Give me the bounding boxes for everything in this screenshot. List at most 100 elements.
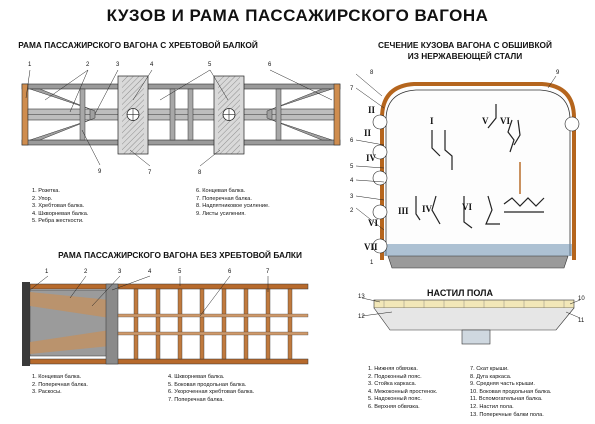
- side-beam-top: [29, 283, 309, 290]
- cross-beam: [133, 288, 139, 360]
- frame-without-beam-drawing: 1 2 3 4 5 6 7: [22, 269, 309, 366]
- callout: 4: [150, 62, 154, 68]
- callout: 5: [178, 269, 182, 275]
- legend-item: 5. Надоконный пояс.: [368, 396, 422, 403]
- legend-item: 8. Дуга каркаса.: [470, 373, 512, 380]
- floor-cross-beam: [373, 307, 575, 331]
- cross-beam: [265, 288, 271, 360]
- detail-label: II: [368, 105, 376, 115]
- callout: 8: [198, 170, 202, 176]
- legend-item: 1. Нижняя обвязка.: [368, 366, 418, 372]
- bolster-beam: [105, 283, 119, 365]
- legend-item: 7. Поперечная балка.: [168, 396, 224, 403]
- callout: 7: [266, 269, 270, 275]
- cross-beam: [287, 288, 293, 360]
- side-rail-bottom: [21, 139, 341, 146]
- legend-item: 3. Раскосы.: [32, 389, 62, 396]
- legend-frame2-col2: 4. Шкворневая балка. 5. Боковая продольн…: [168, 374, 254, 404]
- detail-label: V: [482, 116, 489, 126]
- body-section-drawing: 8 7 6 5 4 3 2 1 9 I II III IV V VI VII V…: [350, 70, 580, 269]
- legend-item: 4. Межоконный простенок.: [368, 388, 438, 395]
- callout: 6: [268, 62, 272, 68]
- callout: 10: [578, 296, 585, 302]
- heading-frame-without-beam: РАМА ПАССАЖИРСКОГО ВАГОНА БЕЗ ХРЕБТОВОЙ …: [58, 250, 302, 260]
- joint-detail: [372, 204, 388, 220]
- legend-item: 7. Скат крыши.: [470, 366, 509, 372]
- end-beam-right: [333, 83, 341, 146]
- callout: 1: [370, 260, 374, 266]
- legend-item: 9. Листы усиления.: [196, 210, 246, 217]
- joint-detail: [372, 238, 388, 254]
- legend-item: 4. Шкворневая балка.: [168, 374, 225, 380]
- joint-detail: [564, 116, 580, 132]
- callout: 3: [116, 62, 120, 68]
- cross-beam: [79, 88, 86, 141]
- callout: 7: [350, 86, 354, 92]
- joint-detail: [372, 114, 388, 130]
- legend-frame2-col1: 1. Концевая балка. 2. Поперечная балка. …: [32, 374, 88, 397]
- legend-item: 11. Вспомогательная балка.: [470, 396, 543, 403]
- heading-body-section-1: СЕЧЕНИЕ КУЗОВА ВАГОНА С ОБШИВКОЙ: [378, 40, 552, 50]
- callout: 5: [350, 164, 354, 170]
- detail-label: VI: [368, 218, 378, 228]
- longitudinal-beam: [117, 313, 309, 318]
- legend-item: 7. Поперечная балка.: [196, 195, 252, 202]
- legend-body-col1: 1. Нижняя обвязка. 2. Подоконный пояс. 3…: [368, 366, 437, 412]
- legend-item: 6. Концевая балка.: [196, 188, 246, 194]
- detail-label: VI: [462, 202, 472, 212]
- callout: 13: [358, 294, 365, 300]
- diagonals-left: [29, 88, 96, 141]
- detail-label: IV: [422, 204, 433, 214]
- detail-label: VI: [500, 116, 510, 126]
- heading-body-section-2: ИЗ НЕРЖАВЕЮЩЕЙ СТАЛИ: [407, 51, 523, 61]
- cross-beam: [177, 288, 183, 360]
- legend-item: 13. Поперечные балки пола.: [470, 411, 544, 418]
- callout: 7: [148, 170, 152, 176]
- callout: 8: [370, 70, 374, 76]
- cross-beam: [243, 288, 249, 360]
- detail-label: I: [430, 116, 434, 126]
- end-beam: [22, 282, 30, 366]
- callout: 1: [45, 269, 49, 275]
- side-rail-top: [21, 83, 341, 90]
- underframe: [387, 255, 569, 269]
- heading-floor: НАСТИЛ ПОЛА: [427, 288, 493, 298]
- longitudinal-beam: [117, 331, 309, 336]
- legend-item: 6. Верхняя обвязка.: [368, 403, 420, 410]
- callout: 2: [86, 62, 90, 68]
- callout: 2: [84, 269, 88, 275]
- legend-item: 12. Настил пола.: [470, 403, 514, 410]
- legend-item: 1. Розетка.: [32, 188, 60, 194]
- callout: 5: [208, 62, 212, 68]
- legend-item: 9. Средняя часть крыши.: [470, 381, 535, 388]
- legend-item: 3. Стойка каркаса.: [368, 381, 417, 388]
- joint-detail: [372, 170, 388, 186]
- legend-item: 5. Ребра жесткости.: [32, 218, 84, 225]
- cross-beam: [199, 288, 205, 360]
- callout: 3: [350, 194, 354, 200]
- floor-drawing: 13 12 10 11: [358, 294, 585, 345]
- detail-label: IV: [366, 153, 377, 163]
- legend-item: 6. Укороченная хребтовая балка.: [168, 389, 255, 396]
- legend-frame1-col1: 1. Розетка. 2. Упор. 3. Хребтовая балка.…: [32, 188, 88, 226]
- joint-detail: [372, 144, 388, 160]
- side-beam-bottom: [29, 358, 309, 365]
- callout: 4: [350, 178, 354, 184]
- callout: 3: [118, 269, 122, 275]
- body-outline: [380, 82, 576, 260]
- callout: 9: [98, 169, 102, 175]
- callout: 2: [350, 208, 354, 214]
- callout: 6: [228, 269, 232, 275]
- profile-sketches: [415, 104, 545, 229]
- legend-item: 3. Хребтовая балка.: [32, 203, 85, 210]
- detail-label: VII: [364, 242, 378, 252]
- detail-label: III: [398, 206, 409, 216]
- callout: 6: [350, 138, 354, 144]
- floor-panel: [384, 244, 572, 256]
- legend-frame1-col2: 6. Концевая балка. 7. Поперечная балка. …: [196, 188, 270, 218]
- callout: 9: [556, 70, 560, 76]
- legend-body-col2: 7. Скат крыши. 8. Дуга каркаса. 9. Средн…: [470, 366, 551, 419]
- legend-item: 2. Упор.: [32, 195, 53, 202]
- callout: 12: [358, 314, 365, 320]
